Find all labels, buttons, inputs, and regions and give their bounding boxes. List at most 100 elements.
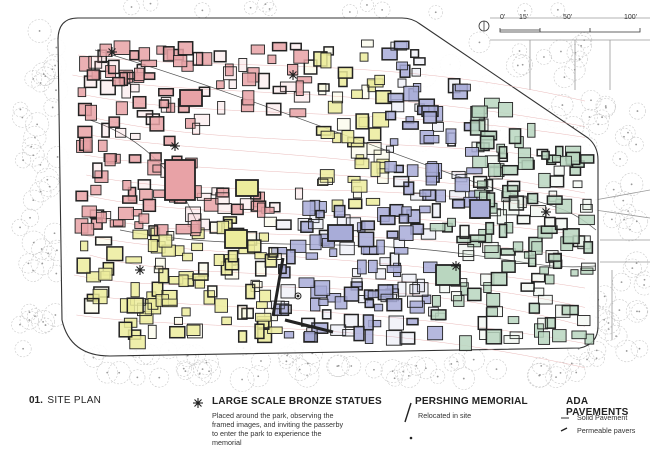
framed-image-block	[472, 175, 488, 188]
framed-image-block	[531, 272, 546, 283]
tree-trunk	[39, 163, 42, 166]
street-lines	[490, 17, 650, 340]
framed-image-block	[531, 241, 543, 255]
framed-image-block	[132, 229, 149, 240]
framed-image-block	[527, 192, 539, 205]
framed-image-block	[394, 247, 409, 255]
framed-image-block	[498, 223, 508, 239]
tree-trunk	[450, 363, 453, 365]
tree-trunk	[434, 11, 437, 14]
tree-trunk	[208, 370, 210, 373]
framed-image-block	[361, 84, 370, 100]
tree-trunk	[286, 354, 289, 357]
framed-image-block	[477, 315, 488, 331]
framed-image-block	[423, 135, 440, 144]
tree-canopy	[452, 367, 476, 390]
framed-image-block	[255, 312, 272, 322]
tree-canopy	[571, 50, 588, 68]
framed-image-block	[94, 236, 113, 246]
framed-image-block	[334, 296, 348, 310]
framed-image-block	[256, 301, 268, 309]
framed-image-block-large	[469, 199, 491, 219]
tree-canopy	[197, 359, 221, 383]
tree-canopy	[536, 49, 552, 65]
framed-image-block	[423, 261, 438, 274]
tree-trunk	[605, 106, 607, 109]
tree-trunk	[106, 371, 109, 374]
framed-image-block	[357, 259, 367, 275]
tree-canopy	[593, 285, 616, 308]
framed-image-block	[485, 307, 498, 317]
tree-canopy	[149, 367, 170, 388]
framed-image-block	[496, 209, 507, 225]
framed-image-block	[113, 40, 131, 55]
tree-trunk	[118, 371, 121, 374]
framed-image-block	[158, 99, 170, 109]
framed-image-block	[465, 147, 479, 157]
framed-image-block	[271, 247, 288, 255]
framed-image-block	[466, 167, 483, 175]
bronze-statue-legend-icon	[193, 395, 203, 408]
framed-image-block	[77, 125, 93, 139]
framed-image-block	[357, 231, 375, 248]
tree-canopy	[549, 361, 572, 384]
framed-image-block	[466, 287, 482, 302]
framed-image-block	[409, 284, 421, 295]
framed-image-block	[562, 228, 580, 245]
tree-trunk	[462, 377, 465, 380]
framed-image-block	[88, 55, 103, 69]
framed-image-block	[117, 206, 134, 220]
framed-image-block	[388, 315, 404, 331]
tree-trunk	[595, 349, 598, 352]
tree-canopy	[107, 361, 131, 385]
tree-canopy	[25, 112, 50, 137]
tree-trunk	[635, 143, 638, 146]
framed-image-block	[308, 219, 324, 230]
framed-image-block	[303, 330, 316, 342]
tree-canopy	[11, 218, 29, 236]
framed-image-block-large	[224, 229, 248, 249]
framed-image-block	[245, 283, 256, 300]
framed-image-block	[554, 217, 568, 231]
framed-image-block	[393, 40, 410, 50]
tree-canopy	[21, 303, 38, 321]
tree-canopy	[448, 353, 466, 370]
framed-image-block	[393, 175, 410, 188]
tree-canopy	[564, 59, 586, 81]
tree-trunk	[29, 216, 31, 219]
tree-trunk	[55, 272, 58, 275]
tree-canopy	[526, 363, 552, 388]
tree-trunk	[54, 64, 57, 67]
tree-trunk	[30, 145, 33, 148]
tree-trunk	[182, 367, 185, 370]
framed-image-block	[503, 335, 520, 344]
framed-image-block	[365, 197, 381, 206]
tree-canopy	[414, 357, 437, 380]
framed-image-block	[77, 87, 87, 98]
bronze-statue-markers	[107, 47, 551, 275]
tree-canopy	[251, 351, 271, 371]
tree-trunk	[604, 105, 607, 107]
framed-image-block	[105, 65, 117, 78]
framed-image-block	[217, 203, 232, 214]
framed-image-block	[580, 154, 595, 164]
framed-image-block	[246, 239, 262, 253]
tree-canopy	[633, 274, 650, 296]
framed-image-block	[399, 331, 416, 345]
framed-image-block	[425, 163, 440, 177]
tree-trunk	[260, 360, 262, 362]
tree-trunk	[643, 284, 646, 286]
framed-image-block	[163, 135, 176, 146]
framed-image-block	[459, 224, 470, 239]
framed-image-block	[300, 220, 314, 233]
tree-trunk	[472, 358, 475, 361]
tree-trunk	[381, 8, 384, 11]
framed-image-block	[216, 80, 225, 90]
tree-trunk	[619, 158, 621, 160]
statues-text-line: to enter the park to experience the	[212, 429, 322, 438]
framed-image-block	[221, 316, 232, 326]
framed-image-block	[389, 252, 400, 268]
framed-image-block	[583, 241, 594, 254]
tree-canopy	[608, 299, 631, 322]
framed-image-block	[130, 132, 141, 140]
